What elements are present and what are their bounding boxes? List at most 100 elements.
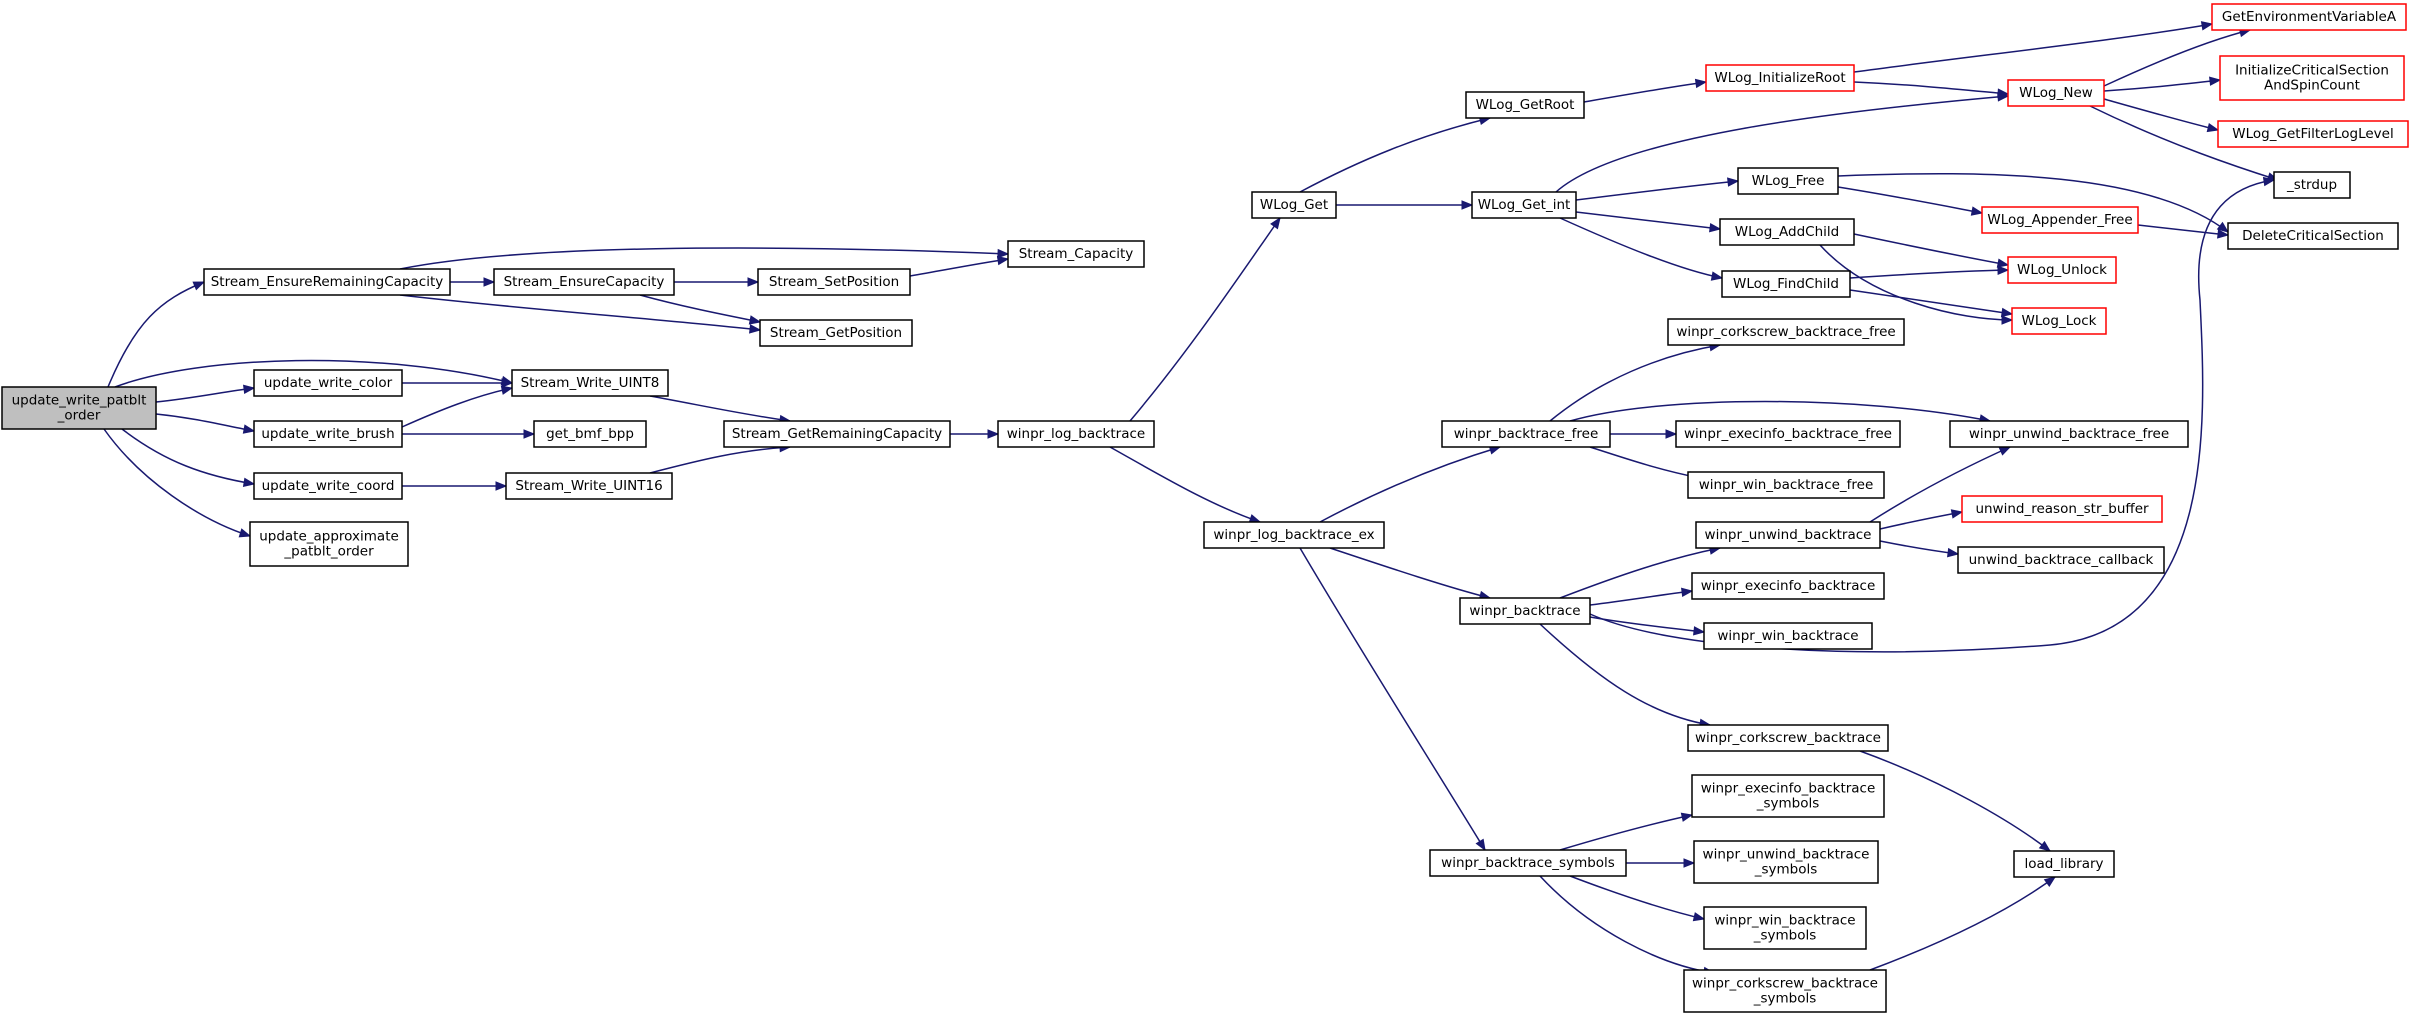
node-box[interactable]: [2007, 256, 2117, 284]
function-node-w-uint8[interactable]: Stream_Write_UINT8: [511, 369, 669, 397]
node-box[interactable]: [1459, 597, 1591, 625]
node-box[interactable]: [1691, 774, 1885, 818]
function-node-strdup[interactable]: _strdup: [2273, 171, 2351, 199]
node-box[interactable]: [1429, 849, 1627, 877]
function-node-appender-free[interactable]: WLog_Appender_Free: [1981, 206, 2139, 234]
function-node-wlog-getroot[interactable]: WLog_GetRoot: [1465, 91, 1585, 119]
node-box[interactable]: [505, 472, 673, 500]
node-box[interactable]: [511, 369, 669, 397]
function-node-ensure-rem[interactable]: Stream_EnsureRemainingCapacity: [203, 268, 451, 296]
node-box[interactable]: [1693, 840, 1879, 884]
node-box[interactable]: [2211, 3, 2407, 31]
function-node-wlog-unlock[interactable]: WLog_Unlock: [2007, 256, 2117, 284]
function-node-wlog-findchild[interactable]: WLog_FindChild: [1721, 270, 1851, 298]
function-node-w-uint16[interactable]: Stream_Write_UINT16: [505, 472, 673, 500]
node-box[interactable]: [1957, 546, 2165, 574]
node-box[interactable]: [1719, 218, 1855, 246]
function-node-root[interactable]: update_write_patblt_order: [1, 386, 157, 430]
node-box[interactable]: [1961, 495, 2163, 523]
function-node-capacity[interactable]: Stream_Capacity: [1007, 240, 1145, 268]
node-box[interactable]: [1695, 521, 1881, 549]
node-box[interactable]: [1687, 471, 1885, 499]
node-box[interactable]: [759, 319, 913, 347]
function-node-delete-cs[interactable]: DeleteCriticalSection: [2227, 222, 2399, 250]
node-box[interactable]: [1465, 91, 1585, 119]
node-box[interactable]: [1, 386, 157, 430]
node-box[interactable]: [249, 521, 409, 567]
node-box[interactable]: [1737, 167, 1839, 195]
function-node-bt[interactable]: winpr_backtrace: [1459, 597, 1591, 625]
function-node-upd-approx[interactable]: update_approximate_patblt_order: [249, 521, 409, 567]
node-box[interactable]: [2227, 222, 2399, 250]
function-node-ensure-cap[interactable]: Stream_EnsureCapacity: [493, 268, 675, 296]
function-node-bt-free[interactable]: winpr_backtrace_free: [1441, 420, 1611, 448]
function-node-exec-sym[interactable]: winpr_execinfo_backtrace_symbols: [1691, 774, 1885, 818]
function-node-exec-bt[interactable]: winpr_execinfo_backtrace: [1691, 572, 1885, 600]
function-node-getenv[interactable]: GetEnvironmentVariableA: [2211, 3, 2407, 31]
function-node-set-pos[interactable]: Stream_SetPosition: [757, 268, 911, 296]
node-box[interactable]: [253, 472, 403, 500]
function-node-log-bt[interactable]: winpr_log_backtrace: [997, 420, 1155, 448]
node-box[interactable]: [1683, 969, 1887, 1013]
node-box[interactable]: [1691, 572, 1885, 600]
function-node-wlog-lock[interactable]: WLog_Lock: [2011, 307, 2107, 335]
node-box[interactable]: [1667, 318, 1905, 346]
function-node-cork-bt[interactable]: winpr_corkscrew_backtrace: [1687, 724, 1889, 752]
node-box[interactable]: [723, 420, 951, 448]
node-box[interactable]: [493, 268, 675, 296]
function-node-wlog-addchild[interactable]: WLog_AddChild: [1719, 218, 1855, 246]
function-node-wlog-initroot[interactable]: WLog_InitializeRoot: [1705, 64, 1855, 92]
node-box[interactable]: [533, 420, 647, 448]
node-box[interactable]: [1675, 420, 1901, 448]
function-node-wlog-new[interactable]: WLog_New: [2007, 79, 2105, 107]
node-box[interactable]: [1703, 906, 1867, 950]
node-box[interactable]: [1007, 240, 1145, 268]
function-node-upd-color[interactable]: update_write_color: [253, 369, 403, 397]
node-box[interactable]: [757, 268, 911, 296]
node-box[interactable]: [1703, 622, 1873, 650]
node-box[interactable]: [2011, 307, 2107, 335]
function-node-unwind-cb[interactable]: unwind_backtrace_callback: [1957, 546, 2165, 574]
node-box[interactable]: [1203, 521, 1385, 549]
function-node-get-pos[interactable]: Stream_GetPosition: [759, 319, 913, 347]
node-box[interactable]: [253, 420, 403, 448]
function-node-get-bmf[interactable]: get_bmf_bpp: [533, 420, 647, 448]
node-box[interactable]: [2007, 79, 2105, 107]
function-node-win-sym[interactable]: winpr_win_backtrace_symbols: [1703, 906, 1867, 950]
node-box[interactable]: [1981, 206, 2139, 234]
function-node-filter-level[interactable]: WLog_GetFilterLogLevel: [2217, 120, 2409, 148]
function-node-bt-symbols[interactable]: winpr_backtrace_symbols: [1429, 849, 1627, 877]
function-node-get-rem[interactable]: Stream_GetRemainingCapacity: [723, 420, 951, 448]
function-node-unwind-bt[interactable]: winpr_unwind_backtrace: [1695, 521, 1881, 549]
function-node-win-free[interactable]: winpr_win_backtrace_free: [1687, 471, 1885, 499]
node-box[interactable]: [2273, 171, 2351, 199]
node-box[interactable]: [997, 420, 1155, 448]
node-box[interactable]: [1471, 191, 1577, 219]
function-node-wlog-get[interactable]: WLog_Get: [1251, 191, 1337, 219]
function-node-upd-coord[interactable]: update_write_coord: [253, 472, 403, 500]
function-node-cork-sym[interactable]: winpr_corkscrew_backtrace_symbols: [1683, 969, 1887, 1013]
function-node-upd-brush[interactable]: update_write_brush: [253, 420, 403, 448]
node-box[interactable]: [1687, 724, 1889, 752]
node-box[interactable]: [203, 268, 451, 296]
function-node-log-bt-ex[interactable]: winpr_log_backtrace_ex: [1203, 521, 1385, 549]
function-node-unwind-free[interactable]: winpr_unwind_backtrace_free: [1949, 420, 2189, 448]
function-node-cork-free[interactable]: winpr_corkscrew_backtrace_free: [1667, 318, 1905, 346]
function-node-unwind-sym[interactable]: winpr_unwind_backtrace_symbols: [1693, 840, 1879, 884]
node-box[interactable]: [2013, 850, 2115, 878]
node-box[interactable]: [1251, 191, 1337, 219]
node-box[interactable]: [1441, 420, 1611, 448]
node-box[interactable]: [1705, 64, 1855, 92]
function-node-win-bt[interactable]: winpr_win_backtrace: [1703, 622, 1873, 650]
node-box[interactable]: [1721, 270, 1851, 298]
node-box[interactable]: [253, 369, 403, 397]
node-box[interactable]: [1949, 420, 2189, 448]
node-box[interactable]: [2219, 55, 2405, 101]
function-node-unwind-reason[interactable]: unwind_reason_str_buffer: [1961, 495, 2163, 523]
function-node-exec-free[interactable]: winpr_execinfo_backtrace_free: [1675, 420, 1901, 448]
function-node-wlog-get-int[interactable]: WLog_Get_int: [1471, 191, 1577, 219]
function-node-load-library[interactable]: load_library: [2013, 850, 2115, 878]
function-node-wlog-free[interactable]: WLog_Free: [1737, 167, 1839, 195]
node-box[interactable]: [2217, 120, 2409, 148]
